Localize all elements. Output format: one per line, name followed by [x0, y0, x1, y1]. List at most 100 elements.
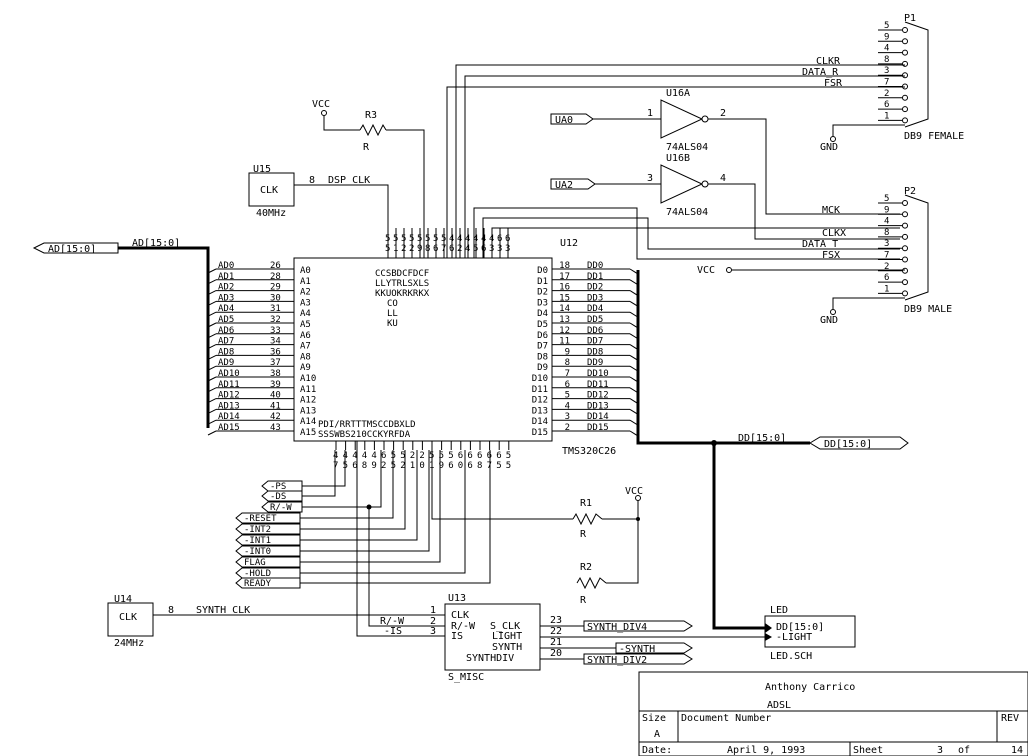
u12-pin-name: D13 — [532, 406, 548, 416]
u12-dsp[interactable]: U12 TMS320C26 — [293, 238, 616, 457]
ad-net-label: AD14 — [218, 412, 240, 422]
ad-bus — [118, 246, 210, 428]
svg-text:U13: U13 — [448, 593, 466, 604]
dd-net-label: DD1 — [587, 272, 603, 282]
db9-pin — [902, 222, 908, 229]
r3-ref: R3 — [365, 110, 377, 121]
control-signal-label: -DS — [270, 492, 286, 502]
u12-pin-name: A9 — [300, 363, 311, 373]
u12-pin-number: 40 — [270, 391, 281, 401]
ad-bus-tap — [207, 300, 217, 306]
rw-to-u13-wire — [368, 507, 445, 627]
u16b-inverter[interactable]: UA2 3 U16B 74ALS04 4 — [550, 153, 900, 240]
u14-clock[interactable]: U14 CLK 24MHz 8 SYNTH_CLK — [107, 594, 250, 649]
control-signal-wire — [300, 450, 406, 530]
u12-bottom-names: PDI/RRTTTMSCCDBXLD SSSWBS210CCKYRFDA — [318, 420, 416, 440]
ad-net-label: AD9 — [218, 358, 234, 368]
u12-pin-name: A6 — [300, 331, 311, 341]
control-signal-label: -PS — [270, 482, 286, 492]
u12-pin-name: D15 — [532, 428, 548, 438]
u12-top-pin-digit: 5 — [385, 234, 390, 244]
svg-text:GND: GND — [820, 142, 838, 153]
svg-text:CLK: CLK — [451, 610, 469, 621]
u12-pin-number: 41 — [270, 401, 281, 411]
ad-bus-tap — [207, 333, 217, 339]
u12-top-pin-digit: 4 — [465, 244, 470, 254]
db9-pin-number: 4 — [884, 217, 889, 227]
u12-pin-name: A8 — [300, 352, 311, 362]
dd-net-label: DD9 — [587, 358, 603, 368]
u12-pin-name: A14 — [300, 417, 316, 427]
synth-div2-port[interactable]: SYNTH_DIV2 — [540, 653, 693, 666]
db9-pin-number: 5 — [884, 194, 889, 204]
u13-s-misc[interactable]: U13 S_MISC CLK R/-W IS 1 2 3 S_CLK LIGHT… — [430, 593, 562, 683]
r3-resistor[interactable]: VCC R3 R — [312, 99, 425, 258]
svg-text:of: of — [958, 745, 970, 756]
synth-port[interactable]: -SYNTH — [540, 642, 693, 655]
svg-text:U16B: U16B — [666, 153, 690, 164]
db9-pin — [902, 27, 908, 33]
u12-pin-name: A1 — [300, 277, 311, 287]
dd-net-label: DD10 — [587, 369, 609, 379]
title-block: Anthony Carrico ADSL Size A Document Num… — [638, 671, 1028, 756]
svg-text:DB9 MALE: DB9 MALE — [904, 304, 952, 315]
svg-text:CLKR: CLKR — [816, 56, 841, 67]
u12-pin-name: D3 — [537, 298, 548, 308]
svg-text:2: 2 — [430, 616, 436, 627]
u12-top-pin-digit: 9 — [417, 244, 422, 254]
u12-pin-number: 13 — [559, 315, 570, 325]
u12-top-pin-digit: 2 — [401, 244, 406, 254]
u12-top-pin-digit: 5 — [441, 234, 446, 244]
control-signal-label: -RESET — [244, 514, 277, 524]
ad-bus-tap — [207, 419, 217, 425]
u15-clock[interactable]: U15 CLK 40MHz 8 DSP_CLK — [248, 164, 370, 219]
u12-top-pin-digit: 4 — [449, 234, 454, 244]
dd-port[interactable]: DD[15:0] — [809, 436, 909, 450]
dd-bus-label: DD[15:0] — [738, 433, 786, 444]
u12-bottom-pin-digit: 4 — [333, 451, 338, 461]
u12-pin-name: D0 — [537, 266, 548, 276]
dd-net-label: DD0 — [587, 261, 603, 271]
u16a-inverter[interactable]: UA0 1 U16A 74ALS04 2 — [550, 88, 900, 215]
db9-pin — [902, 72, 908, 79]
u12-bottom-pin-digit: 6 — [487, 451, 492, 461]
ad-bus-tap — [207, 398, 217, 404]
u12-pin-name: A4 — [300, 309, 311, 319]
u12-bottom-pin-digit: 7 — [487, 461, 492, 471]
u12-pin-number: 14 — [559, 304, 570, 314]
u12-pin-number: 9 — [565, 347, 570, 357]
u12-pin-number: 2 — [565, 423, 570, 433]
u12-pin-name: D8 — [537, 352, 548, 362]
svg-text:CLKX: CLKX — [822, 228, 846, 239]
u12-top-pin-digit: 5 — [393, 234, 398, 244]
db9-pin — [902, 245, 908, 252]
u12-bottom-pin-digit: 4 — [352, 451, 357, 461]
u12-pin-number: 26 — [270, 261, 281, 271]
p2-vcc — [726, 267, 905, 273]
ad-bus-tap — [207, 430, 217, 436]
u12-pin-name: A11 — [300, 385, 316, 395]
ad-port[interactable]: AD[15:0] — [32, 242, 119, 255]
synth-div4-port[interactable]: SYNTH_DIV4 — [540, 620, 693, 633]
u12-top-names: CCSBDCFDCF LLYTRLSXLS KKUOKRKRKX CO LL K… — [375, 269, 430, 329]
u12-pin-number: 12 — [559, 326, 570, 336]
u12-ref: U12 — [560, 238, 578, 249]
r2-resistor[interactable]: R2 R — [576, 562, 607, 606]
dd-bus — [636, 270, 810, 445]
r1-resistor[interactable]: VCC R1 R — [431, 441, 643, 584]
svg-text:R/-W: R/-W — [451, 621, 476, 632]
u12-pin-name: A5 — [300, 320, 311, 330]
control-signal-label: -INT0 — [244, 547, 271, 557]
u12-top-pin-digit: 3 — [505, 244, 510, 254]
svg-text:P1: P1 — [904, 13, 916, 24]
led-sheet[interactable]: LED DD[15:0] -LIGHT LED.SCH — [764, 605, 856, 662]
ad-bus-tap — [207, 387, 217, 393]
design-title: ADSL — [767, 700, 791, 711]
db9-pin — [902, 117, 908, 124]
control-signal-label: -INT1 — [244, 536, 271, 546]
svg-text:FSR: FSR — [824, 78, 843, 89]
db9-pin-number: 3 — [884, 239, 889, 249]
